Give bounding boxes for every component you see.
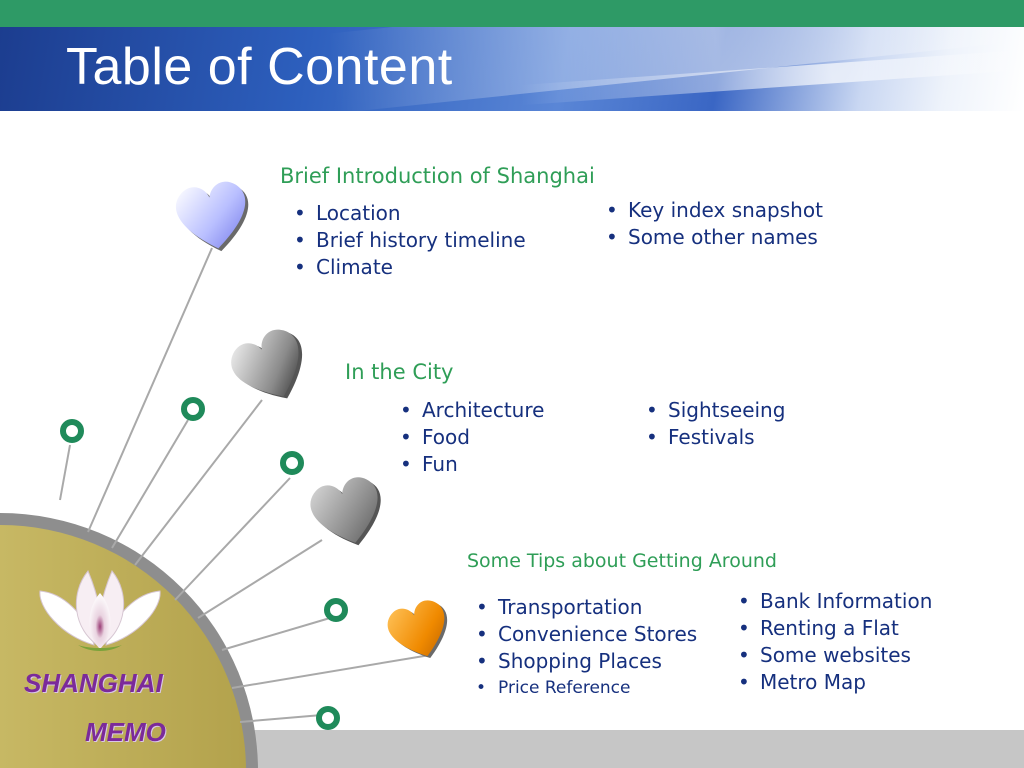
list-item: Shopping Places	[470, 648, 697, 675]
section-introduction-list-left: Location Brief history timeline Climate	[288, 200, 526, 281]
heart-icon-orange	[387, 600, 448, 659]
ring-icon	[60, 419, 84, 443]
list-item: Convenience Stores	[470, 621, 697, 648]
list-item: Transportation	[470, 594, 697, 621]
ring-icon	[324, 598, 348, 622]
logo-disc	[0, 525, 246, 768]
slide-title: Table of Content	[66, 38, 453, 96]
list-item: Sightseeing	[640, 397, 785, 424]
ring-icon	[181, 397, 205, 421]
list-item: Fun	[394, 451, 544, 478]
list-item: Festivals	[640, 424, 785, 451]
section-getting-around-list-left: Transportation Convenience Stores Shoppi…	[470, 594, 697, 702]
list-item: Food	[394, 424, 544, 451]
ring-icon	[316, 706, 340, 730]
ring-markers	[60, 397, 348, 730]
magnolia-flower-icon	[39, 570, 161, 651]
logo-text-shanghai: SHANGHAI	[24, 668, 163, 698]
list-item: Price Reference	[470, 675, 697, 702]
list-item: Brief history timeline	[288, 227, 526, 254]
section-heading-city: In the City	[345, 360, 454, 384]
list-item: Bank Information	[732, 588, 932, 615]
heart-icon-gray	[310, 477, 381, 546]
title-banner	[0, 27, 1024, 111]
list-item: Climate	[288, 254, 526, 281]
section-city-list-left: Architecture Food Fun	[394, 397, 544, 478]
logo-text-memo: MEMO	[85, 717, 166, 747]
section-getting-around-list-right: Bank Information Renting a Flat Some web…	[732, 588, 932, 696]
list-item: Some other names	[600, 224, 823, 251]
top-accent-strip	[0, 0, 1024, 27]
heart-icon-lavender	[176, 181, 249, 252]
section-heading-getting-around: Some Tips about Getting Around	[467, 550, 777, 572]
list-item: Renting a Flat	[732, 615, 932, 642]
list-item: Location	[288, 200, 526, 227]
section-city-list-right: Sightseeing Festivals	[640, 397, 785, 451]
list-item: Metro Map	[732, 669, 932, 696]
list-item: Some websites	[732, 642, 932, 669]
ring-icon	[280, 451, 304, 475]
list-item: Architecture	[394, 397, 544, 424]
stem-lines	[59, 247, 431, 723]
section-introduction-list-right: Key index snapshot Some other names	[600, 197, 823, 251]
heart-icon-dark	[231, 329, 303, 399]
list-item: Key index snapshot	[600, 197, 823, 224]
section-heading-introduction: Brief Introduction of Shanghai	[280, 164, 595, 188]
